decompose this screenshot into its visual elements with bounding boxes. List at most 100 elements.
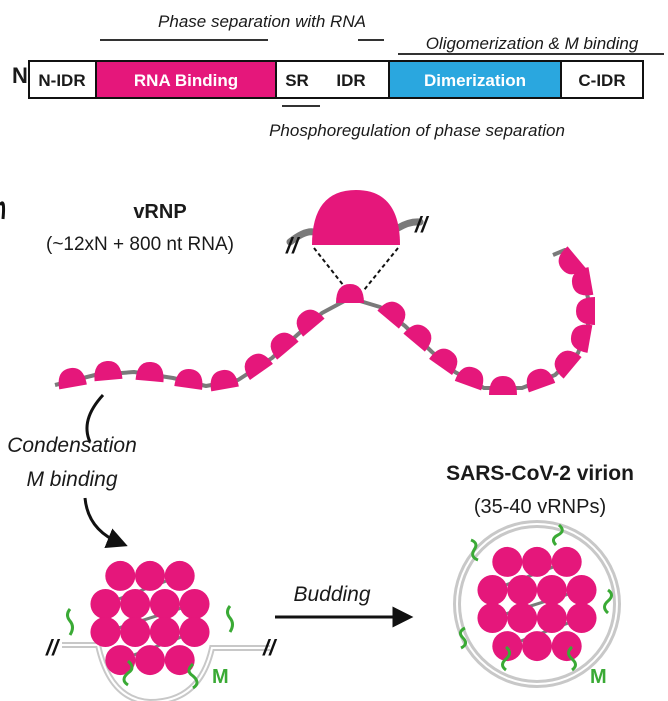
n-protein-bead: [210, 369, 239, 392]
m-protein-virion-3: [603, 588, 613, 615]
m-label-bud: M: [212, 666, 229, 688]
n-protein-sphere: [105, 560, 136, 591]
m-binding-label: M binding: [26, 468, 117, 491]
oligomerization-label: Oligomerization & M binding: [426, 34, 639, 53]
n-protein-bead: [489, 376, 517, 395]
n-protein-sphere: [492, 546, 523, 577]
n-protein-sphere: [566, 574, 597, 605]
segment-c-idr: [560, 60, 644, 99]
break-mark-left: //: [285, 233, 301, 258]
n-protein-bead: [174, 368, 203, 390]
vrnp-title: vRNP: [133, 201, 186, 223]
n-protein-sphere: [477, 603, 508, 634]
domain-bar: N-IDR RNA Binding SR IDR Dimerization C-…: [28, 60, 644, 99]
m-protein-bud-4: [187, 662, 199, 690]
n-protein-large: [312, 190, 400, 245]
m-protein-bud-1: [66, 608, 74, 636]
n-protein-sphere: [536, 603, 567, 634]
n-protein-bead: [244, 353, 273, 380]
n-protein-sphere: [149, 588, 180, 619]
arrow-condensation: [83, 497, 128, 548]
vrnp-subtitle: (~12xN + 800 nt RNA): [46, 234, 234, 255]
segment-label-c-idr: C-IDR: [578, 71, 625, 90]
virion-spheres: [477, 546, 597, 662]
n-protein-sphere: [522, 546, 552, 577]
n-protein-sphere: [507, 574, 538, 605]
zoom-line-left: [313, 247, 348, 291]
n-protein-bead: [554, 350, 582, 379]
segment-sr-idr: [275, 60, 390, 99]
m-protein-bud-3: [122, 659, 134, 687]
n-protein-bead: [570, 324, 593, 353]
n-protein-bead: [135, 362, 164, 383]
virion: M: [453, 520, 621, 688]
n-protein-sphere: [566, 603, 597, 634]
break-mark-bud-left: //: [45, 635, 61, 660]
n-protein-sphere: [507, 603, 538, 634]
virion-title: SARS-CoV-2 virion: [446, 462, 634, 485]
n-protein-sphere: [90, 588, 121, 619]
process-panel: Condensation M binding // // M Budding S…: [7, 393, 634, 701]
n-protein-sphere: [551, 546, 582, 577]
budding-membrane-inner: [62, 644, 270, 701]
n-protein-sphere: [536, 574, 567, 605]
segment-label-rna-binding: RNA Binding: [134, 71, 238, 90]
n-protein-sphere: [120, 617, 151, 648]
virion-subtitle: (35-40 vRNPs): [474, 496, 606, 518]
phosphoregulation-label: Phosphoregulation of phase separation: [269, 121, 565, 140]
condensation-label: Condensation: [7, 434, 137, 457]
n-protein-bead: [576, 297, 595, 325]
m-label-virion: M: [590, 666, 607, 688]
n-protein-bead: [526, 368, 556, 393]
n-protein-bead: [58, 367, 87, 390]
n-protein-sphere: [179, 617, 210, 648]
m-protein-virion-1: [470, 538, 479, 562]
m-protein-virion-6: [567, 645, 577, 672]
n-protein-sphere: [551, 631, 582, 662]
vrnp-beads: [58, 246, 595, 395]
segment-label-n-idr: N-IDR: [38, 71, 85, 90]
n-protein-sphere: [120, 588, 151, 619]
segment-dimerization: [388, 60, 562, 99]
m-protein-virion-4: [458, 626, 468, 650]
m-protein-virion-2: [551, 523, 564, 547]
rna-link: [104, 602, 196, 634]
n-protein-sphere: [477, 574, 508, 605]
n-protein-bead: [296, 309, 325, 337]
protein-label: N: [12, 63, 28, 88]
segment-rna-binding: [95, 60, 277, 99]
m-protein-bud-2: [226, 605, 234, 633]
n-protein-sphere: [164, 560, 195, 591]
segment-label-idr: IDR: [336, 71, 365, 90]
n-protein-sphere: [164, 645, 195, 676]
n-protein-sphere: [135, 560, 165, 591]
n-protein-sphere: [522, 631, 552, 662]
n-protein-bead: [270, 332, 299, 360]
domain-map: Phase separation with RNA Oligomerizatio…: [12, 12, 664, 140]
n-protein-bead: [571, 267, 594, 296]
segment-label-dimerization: Dimerization: [424, 71, 526, 90]
break-mark-bud-right: //: [262, 635, 278, 660]
segment-label-sr: SR: [285, 71, 309, 90]
budding-label: Budding: [293, 583, 370, 606]
rna-strand-right: [394, 218, 424, 232]
vrnp-panel: vRNP (~12xN + 800 nt RNA) // //: [0, 190, 595, 395]
break-mark-right: //: [414, 212, 430, 237]
magnified-n-protein: // //: [285, 190, 430, 291]
zoom-line-right: [363, 247, 399, 291]
n-protein-bead: [377, 301, 406, 329]
n-protein-bead: [403, 324, 432, 352]
rna-strand-left: [286, 228, 318, 246]
n-protein-bead: [558, 246, 586, 275]
n-protein-bead: [454, 366, 484, 391]
n-protein-bead: [429, 348, 458, 375]
phase-separation-label: Phase separation with RNA: [158, 12, 366, 31]
n-protein-sphere: [492, 631, 523, 662]
n-protein-sphere: [179, 588, 210, 619]
segment-n-idr: [28, 60, 97, 99]
panel-label-fragment: [0, 201, 6, 220]
n-protein-sphere: [90, 617, 121, 648]
budding-membrane-outer: [62, 642, 270, 701]
arrow-condensation-stem: [85, 393, 105, 443]
